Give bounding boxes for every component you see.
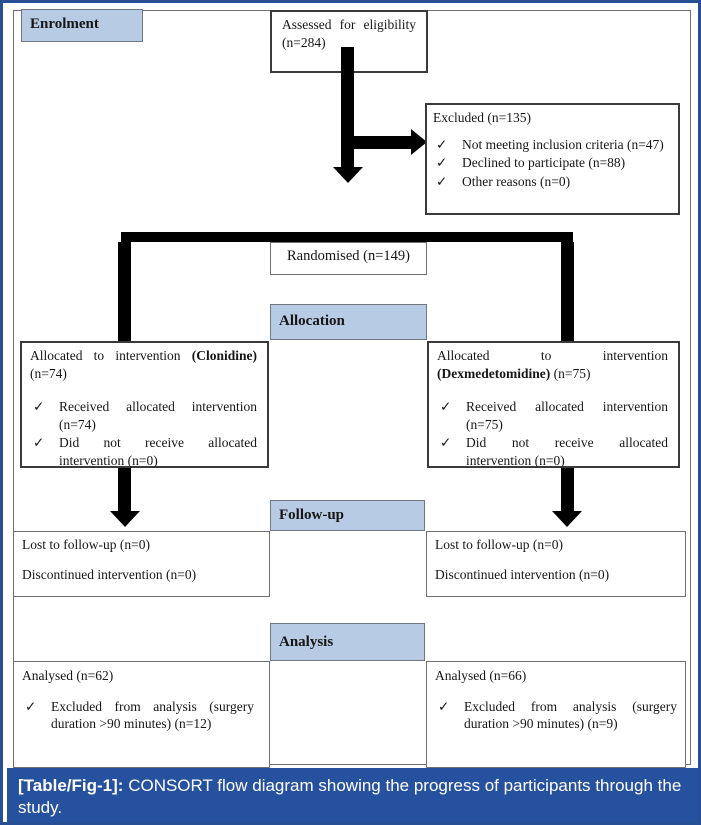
alloc-item-text: Did not receive allocated intervention (…: [59, 435, 257, 468]
caption-label: [Table/Fig-1]:: [18, 776, 124, 795]
alloc-item-text: Received allocated intervention (n=75): [466, 399, 668, 432]
randomised-box: Randomised (n=149): [270, 242, 427, 275]
allocation-header-label: Allocation: [279, 313, 345, 329]
alloc-title-pre: Allocated to intervention: [30, 348, 181, 363]
followup-left-box: Lost to follow-up (n=0) Discontinued int…: [13, 531, 270, 597]
alloc-title-n: (n=75): [553, 365, 591, 381]
caption-bar: [Table/Fig-1]: CONSORT flow diagram show…: [7, 768, 698, 822]
alloc-item: ✓ Did not receive allocated intervention…: [437, 434, 668, 469]
check-icon: ✓: [440, 435, 452, 451]
analysis-item: ✓ Excluded from analysis (surgery durati…: [435, 698, 677, 733]
alloc-title-drug: (Dexmedetomidine): [437, 365, 551, 381]
excluded-title: Excluded (n=135): [433, 110, 531, 125]
arrow-excluded-arm: [341, 136, 411, 149]
enrolment-header-label: Enrolment: [30, 16, 99, 32]
arrow-followup-left-stem: [118, 468, 131, 511]
arrow-excluded-head: [411, 129, 427, 155]
arrow-assessed-stem: [341, 47, 354, 167]
analysis-header: Analysis: [270, 623, 425, 661]
check-icon: ✓: [436, 155, 448, 171]
caption-text: CONSORT flow diagram showing the progres…: [18, 776, 682, 817]
check-icon: ✓: [33, 399, 45, 415]
alloc-item: ✓ Did not receive allocated intervention…: [30, 434, 257, 469]
arrow-t-bar: [121, 232, 573, 242]
excluded-item: ✓ Not meeting inclusion criteria (n=47): [433, 136, 670, 154]
check-icon: ✓: [436, 136, 448, 152]
arrow-followup-right-stem: [561, 468, 574, 511]
followup-line: Discontinued intervention (n=0): [22, 567, 197, 582]
alloc-item: ✓ Received allocated intervention (n=74): [30, 398, 257, 433]
analysis-title: Analysed (n=62): [22, 668, 114, 683]
excluded-item-text: Not meeting inclusion criteria (n=47): [462, 136, 664, 152]
analysis-right-box: Analysed (n=66) ✓ Excluded from analysis…: [426, 661, 686, 768]
alloc-item-text: Did not receive allocated intervention (…: [466, 435, 668, 468]
check-icon: ✓: [25, 698, 37, 714]
arrow-followup-right-head: [552, 511, 582, 527]
check-icon: ✓: [436, 173, 448, 189]
analysis-item-text: Excluded from analysis (surgery duration…: [51, 698, 254, 732]
excluded-item: ✓ Other reasons (n=0): [433, 173, 670, 191]
alloc-clonidine-title: Allocated to intervention (Clonidine) (n…: [30, 347, 257, 382]
followup-right-box: Lost to follow-up (n=0) Discontinued int…: [426, 531, 686, 597]
excluded-item-text: Other reasons (n=0): [462, 173, 571, 189]
alloc-title-drug: (Clonidine): [191, 348, 257, 363]
arrow-assessed-head: [333, 167, 363, 183]
allocation-header: Allocation: [270, 304, 427, 340]
excluded-item-text: Declined to participate (n=88): [462, 155, 626, 171]
alloc-dexmedetomidine-title: Allocated to intervention (Dexmedetomidi…: [437, 347, 668, 382]
assessed-text: Assessed for eligibility (n=284): [282, 17, 416, 50]
followup-line: Discontinued intervention (n=0): [435, 567, 610, 582]
excluded-item: ✓ Declined to participate (n=88): [433, 154, 670, 172]
check-icon: ✓: [438, 698, 450, 714]
analysis-left-box: Analysed (n=62) ✓ Excluded from analysis…: [13, 661, 270, 768]
arrow-left-stem: [118, 242, 131, 341]
arrow-followup-left-head: [110, 511, 140, 527]
check-icon: ✓: [33, 435, 45, 451]
excluded-box: Excluded (n=135) ✓ Not meeting inclusion…: [425, 103, 680, 215]
analysis-title: Analysed (n=66): [435, 668, 527, 683]
alloc-item: ✓ Received allocated intervention (n=75): [437, 398, 668, 433]
analysis-item-text: Excluded from analysis (surgery duration…: [464, 698, 677, 732]
followup-header: Follow-up: [270, 500, 425, 531]
followup-header-label: Follow-up: [279, 507, 345, 523]
alloc-item-text: Received allocated intervention (n=74): [59, 399, 257, 432]
check-icon: ✓: [440, 399, 452, 415]
analysis-item: ✓ Excluded from analysis (surgery durati…: [22, 698, 254, 733]
arrow-right-stem: [561, 242, 574, 341]
analysis-header-label: Analysis: [279, 634, 334, 650]
alloc-clonidine-box: Allocated to intervention (Clonidine) (n…: [20, 341, 269, 468]
alloc-title-pre: Allocated to intervention: [437, 348, 668, 363]
followup-line: Lost to follow-up (n=0): [22, 537, 150, 552]
alloc-dexmedetomidine-box: Allocated to intervention (Dexmedetomidi…: [427, 341, 680, 468]
alloc-title-n: (n=74): [30, 365, 67, 381]
followup-line: Lost to follow-up (n=0): [435, 537, 563, 552]
enrolment-header: Enrolment: [21, 9, 143, 42]
randomised-text: Randomised (n=149): [287, 248, 410, 264]
